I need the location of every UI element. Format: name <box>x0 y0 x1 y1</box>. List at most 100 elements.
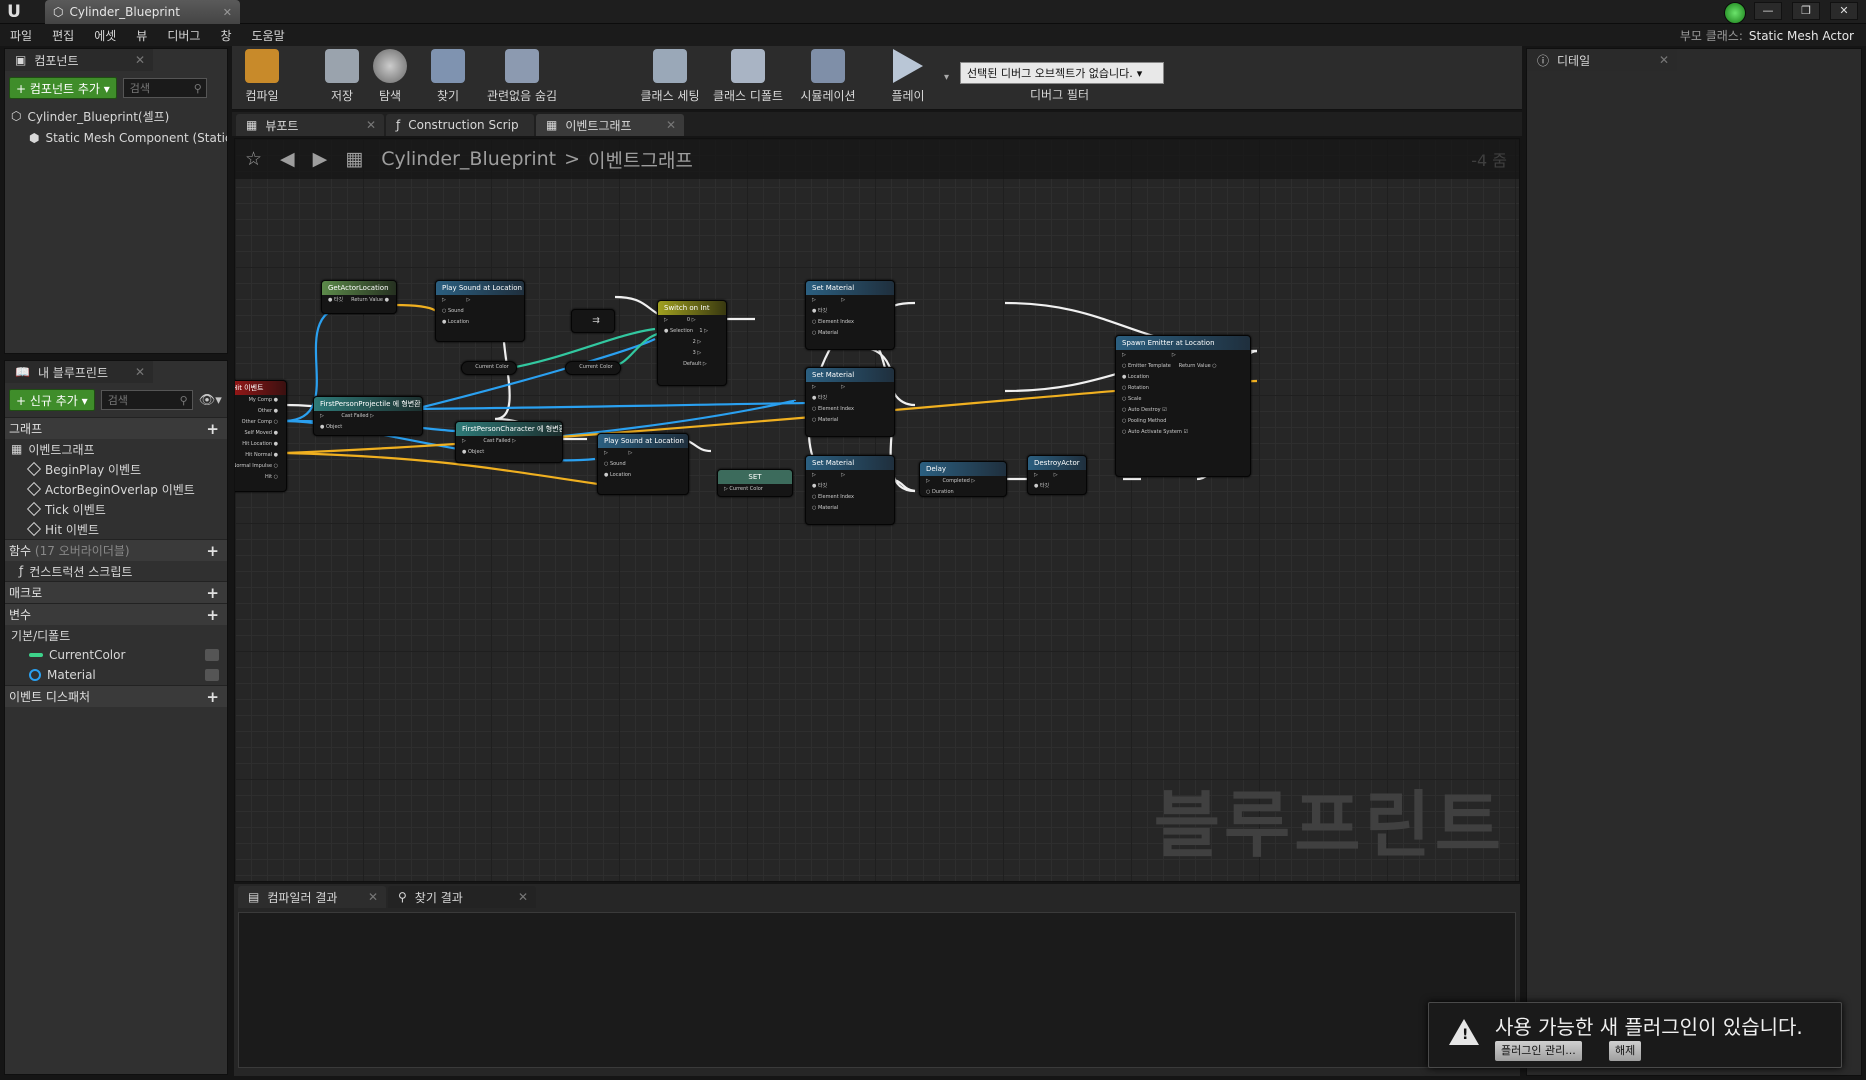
close-icon[interactable]: ✕ <box>665 118 676 132</box>
node-play-sound-1[interactable]: Play Sound at Location ▷ ▷○ Sound● Locat… <box>435 280 525 342</box>
breadcrumb-separator: > <box>564 148 581 170</box>
tab-viewport[interactable]: ▦뷰포트✕ <box>236 114 384 136</box>
minimize-icon[interactable]: — <box>1754 2 1782 20</box>
save-button[interactable]: 저장 <box>312 48 372 108</box>
star-icon[interactable]: ☆ <box>245 148 263 170</box>
class-defaults-button[interactable]: 클래스 디폴트 <box>708 48 788 108</box>
node-delay[interactable]: Delay ▷ Completed ▷○ Duration <box>919 461 1007 497</box>
node-reroute[interactable]: ⇉ <box>571 309 615 333</box>
node-cast-projectile[interactable]: FirstPersonProjectile 에 형변환 ▷ Cast Faile… <box>313 396 423 436</box>
functions-section[interactable]: 함수 (17 오버라이더블) + <box>5 539 227 561</box>
node-current-color-1[interactable]: Current Color <box>461 361 517 375</box>
close-icon[interactable]: ✕ <box>1658 53 1669 67</box>
add-dispatcher-icon[interactable]: + <box>206 687 219 706</box>
variables-section[interactable]: 변수 + <box>5 603 227 625</box>
node-set-material-3[interactable]: Set Material ▷ ▷● 타깃○ Element Index○ Mat… <box>805 455 895 525</box>
breadcrumb-root[interactable]: Cylinder_Blueprint <box>381 148 557 170</box>
variable-material[interactable]: Material <box>5 665 227 685</box>
details-tab[interactable]: ⓘ 디테일 ✕ <box>1527 49 1677 71</box>
node-set-material-1[interactable]: Set Material ▷ ▷● 타깃○ Element Index○ Mat… <box>805 280 895 350</box>
close-icon[interactable]: ✕ <box>134 53 145 67</box>
node-set-material-2[interactable]: Set Material ▷ ▷● 타깃○ Element Index○ Mat… <box>805 367 895 437</box>
menu-help[interactable]: 도움말 <box>251 28 285 43</box>
node-set[interactable]: SET ▷ Current Color <box>717 469 793 497</box>
menu-edit[interactable]: 편집 <box>52 28 75 43</box>
class-settings-button[interactable]: 클래스 세팅 <box>632 48 708 108</box>
find-button[interactable]: 찾기 <box>418 48 478 108</box>
menu-view[interactable]: 뷰 <box>136 28 148 43</box>
event-item-tick[interactable]: Tick 이벤트 <box>5 499 227 519</box>
add-function-icon[interactable]: + <box>206 541 219 560</box>
tab-compiler-results[interactable]: ▤컴파일러 결과✕ <box>238 886 386 908</box>
node-switch-on-int[interactable]: Switch on Int ▷ 0 ▷● Selection 1 ▷ 2 ▷ 3… <box>657 300 727 386</box>
event-graph-item[interactable]: ▦ 이벤트그래프 <box>5 439 227 459</box>
forward-arrow-icon[interactable]: ▶ <box>312 148 328 170</box>
hide-unrelated-button[interactable]: 관련없음 숨김 <box>474 48 570 108</box>
play-options-chevron-icon[interactable]: ▾ <box>944 72 950 83</box>
back-arrow-icon[interactable]: ◀ <box>280 148 295 170</box>
manage-plugins-button[interactable]: 플러그인 관리... <box>1495 1041 1582 1061</box>
node-title: SET <box>718 470 792 484</box>
browse-button[interactable]: 탐색 <box>360 48 420 108</box>
eye-icon[interactable]: 👁▾ <box>198 392 222 408</box>
macros-section[interactable]: 매크로 + <box>5 581 227 603</box>
tab-construction-label: Construction Scrip <box>408 118 519 132</box>
close-icon[interactable]: ✕ <box>134 365 145 379</box>
construction-script-item[interactable]: ƒ 컨스트럭션 스크립트 <box>5 561 227 581</box>
parent-class-link[interactable]: Static Mesh Actor <box>1748 29 1854 43</box>
source-control-icon[interactable] <box>1724 2 1746 24</box>
dismiss-button[interactable]: 해제 <box>1609 1041 1642 1061</box>
visibility-toggle-icon[interactable] <box>205 649 219 661</box>
magnifier-icon <box>373 49 407 83</box>
add-macro-icon[interactable]: + <box>206 583 219 602</box>
my-blueprint-tab[interactable]: 📖 내 블루프린트 ✕ <box>5 361 153 383</box>
details-tab-label: 디테일 <box>1557 53 1591 68</box>
close-icon[interactable]: ✕ <box>517 890 528 904</box>
node-get-actor-location[interactable]: GetActorLocation ● 타깃 Return Value ● <box>321 280 397 314</box>
play-button[interactable]: 플레이 <box>878 48 938 108</box>
add-new-button[interactable]: + 신규 추가 ▾ <box>9 389 95 411</box>
menu-debug[interactable]: 디버그 <box>167 28 201 43</box>
maximize-icon[interactable]: ❐ <box>1792 2 1820 20</box>
node-destroy-actor[interactable]: DestroyActor ▷ ▷● 타깃 <box>1027 455 1087 495</box>
node-hit-event[interactable]: Hit 이벤트 My Comp ●Other ●Other Comp ○Self… <box>235 380 287 492</box>
compile-button[interactable]: 컴파일 <box>232 48 292 108</box>
node-play-sound-2[interactable]: Play Sound at Location ▷ ▷○ Sound● Locat… <box>597 433 689 495</box>
close-icon[interactable]: ✕ <box>222 5 232 19</box>
node-spawn-emitter[interactable]: Spawn Emitter at Location ▷ ▷○ Emitter T… <box>1115 335 1251 477</box>
simulation-button[interactable]: 시뮬레이션 <box>790 48 866 108</box>
debug-object-select[interactable]: 선택된 디버그 오브젝트가 없습니다.▾ <box>960 62 1164 84</box>
close-icon[interactable]: ✕ <box>367 890 378 904</box>
event-item-label: BeginPlay 이벤트 <box>45 462 142 477</box>
components-tab[interactable]: ▣ 컴포넌트 ✕ <box>5 49 153 71</box>
event-dispatchers-section[interactable]: 이벤트 디스패처 + <box>5 685 227 707</box>
node-current-color-2[interactable]: Current Color <box>565 361 621 375</box>
tab-event-graph[interactable]: ▦이벤트그래프✕ <box>536 114 684 136</box>
variable-current-color[interactable]: CurrentColor <box>5 645 227 665</box>
menu-asset[interactable]: 에셋 <box>94 28 117 43</box>
add-graph-icon[interactable]: + <box>206 419 219 438</box>
graphs-section[interactable]: 그래프 + <box>5 417 227 439</box>
component-root-item[interactable]: ⬡ Cylinder_Blueprint(셀프) <box>5 105 227 127</box>
close-window-icon[interactable]: ✕ <box>1830 2 1858 20</box>
document-tab[interactable]: ⬡ Cylinder_Blueprint ✕ <box>45 0 240 24</box>
node-cast-character[interactable]: FirstPersonCharacter 에 형변환 ▷ Cast Failed… <box>455 421 563 463</box>
blueprint-search-input[interactable]: 검색 ⚲ <box>100 390 193 410</box>
visibility-toggle-icon[interactable] <box>205 669 219 681</box>
default-category[interactable]: 기본/디폴트 <box>5 625 227 645</box>
add-component-button[interactable]: + 컴포넌트 추가 ▾ <box>9 77 117 99</box>
event-item-hit[interactable]: Hit 이벤트 <box>5 519 227 539</box>
menu-file[interactable]: 파일 <box>10 28 33 43</box>
close-icon[interactable]: ✕ <box>365 118 376 132</box>
event-item-actorbeginoverlap[interactable]: ActorBeginOverlap 이벤트 <box>5 479 227 499</box>
menu-window[interactable]: 창 <box>220 28 232 43</box>
component-search-input[interactable]: 검색 ⚲ <box>122 78 207 98</box>
tab-find-results[interactable]: ⚲찾기 결과✕ <box>388 886 536 908</box>
event-item-beginplay[interactable]: BeginPlay 이벤트 <box>5 459 227 479</box>
details-panel: ⓘ 디테일 ✕ <box>1526 48 1862 1076</box>
event-graph-canvas[interactable]: ☆ ◀ ▶ ▦ Cylinder_Blueprint > 이벤트그래프 -4 줌 <box>234 138 1520 882</box>
add-variable-icon[interactable]: + <box>206 605 219 624</box>
